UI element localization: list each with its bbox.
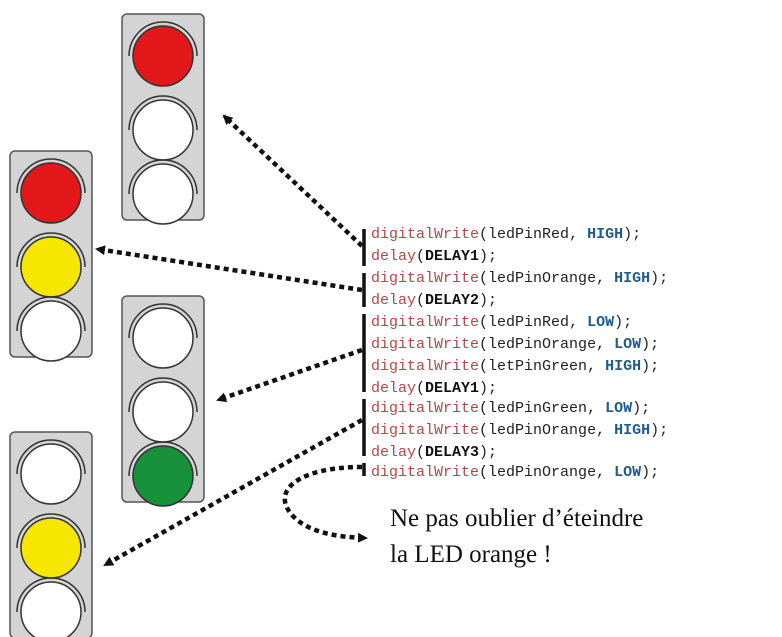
code-value: HIGH [587, 226, 624, 243]
traffic-lights [9, 13, 205, 637]
code-line-11: delay(DELAY3); [371, 444, 498, 461]
lamp-visor [16, 513, 86, 549]
lamp-off [132, 99, 194, 161]
code-value: DELAY1 [425, 248, 480, 265]
arrow-to-note [282, 464, 368, 543]
arrow-to-red-orange-light [95, 245, 363, 293]
lamp-visor [128, 441, 198, 477]
code-value: HIGH [605, 358, 642, 375]
lamp-off [132, 163, 194, 225]
lamp-visor [128, 95, 198, 131]
code-func: digitalWrite [371, 422, 480, 439]
code-line-9: digitalWrite(ledPinGreen, LOW); [371, 400, 651, 417]
arrow-to-green-light [216, 347, 363, 403]
code-line-10: digitalWrite(ledPinOrange, HIGH); [371, 422, 669, 439]
arrow-to-orange-light [103, 418, 364, 567]
code-line-8: delay(DELAY1); [371, 380, 498, 397]
code-func: digitalWrite [371, 400, 480, 417]
note-line-1: Ne pas oublier d’éteindre [390, 505, 644, 532]
lamp-red [132, 25, 194, 87]
code-func: digitalWrite [371, 336, 480, 353]
code-func: digitalWrite [371, 270, 480, 287]
lamp-visor [16, 577, 86, 613]
code-arg: ledPinGreen [488, 400, 588, 417]
lamp-off [20, 581, 82, 637]
code-value: LOW [605, 400, 633, 417]
lamp-visor [128, 377, 198, 413]
code-line-3: digitalWrite(ledPinOrange, HIGH); [371, 270, 669, 287]
code-value: HIGH [614, 270, 651, 287]
code-arg: ledPinRed [488, 226, 570, 243]
lamp-off [132, 381, 194, 443]
lamp-off [132, 307, 194, 369]
code-func: digitalWrite [371, 358, 480, 375]
code-line-4: delay(DELAY2); [371, 292, 498, 309]
code-func: digitalWrite [371, 464, 480, 481]
code-value: LOW [614, 336, 642, 353]
code-line-1: digitalWrite(ledPinRed, HIGH); [371, 226, 642, 243]
code-func: delay [371, 380, 417, 397]
code-arg: ledPinOrange [488, 270, 597, 287]
traffic-light [121, 295, 205, 507]
lamp-visor [16, 232, 86, 268]
code-arg: ledPinOrange [488, 464, 597, 481]
code-line-2: delay(DELAY1); [371, 248, 498, 265]
code-value: HIGH [614, 422, 651, 439]
arrow-to-red-light [222, 114, 364, 248]
lamp-off [20, 300, 82, 362]
code-value: DELAY2 [425, 292, 480, 309]
arrows [95, 114, 368, 567]
lamp-red [20, 162, 82, 224]
code-arg: ledPinRed [488, 314, 570, 331]
lamp-visor [16, 158, 86, 194]
code-value: LOW [587, 314, 615, 331]
code-line-5: digitalWrite(ledPinRed, LOW); [371, 314, 633, 331]
code-line-12: digitalWrite(ledPinOrange, LOW); [371, 464, 660, 481]
code-value: DELAY1 [425, 380, 480, 397]
lamp-visor [16, 439, 86, 475]
lamp-visor [128, 21, 198, 57]
lamp-visor [128, 303, 198, 339]
code-line-7: digitalWrite(letPinGreen, HIGH); [371, 358, 660, 375]
lamp-visor [16, 296, 86, 332]
traffic-light [9, 150, 93, 362]
code-line-6: digitalWrite(ledPinOrange, LOW); [371, 336, 660, 353]
lamp-yellow [20, 236, 82, 298]
lamp-visor [128, 159, 198, 195]
code-func: delay [371, 248, 417, 265]
code-arg: ledPinOrange [488, 336, 597, 353]
code-value: DELAY3 [425, 444, 480, 461]
lamp-off [20, 443, 82, 505]
note-line-2: la LED orange ! [390, 541, 552, 568]
code-func: digitalWrite [371, 226, 480, 243]
code-func: delay [371, 444, 417, 461]
lamp-green [132, 445, 194, 507]
code-func: digitalWrite [371, 314, 480, 331]
lamp-yellow [20, 517, 82, 579]
code-value: LOW [614, 464, 642, 481]
code-arg: letPinGreen [488, 358, 588, 375]
code-func: delay [371, 292, 417, 309]
traffic-light [9, 431, 93, 637]
traffic-light [121, 13, 205, 225]
code-arg: ledPinOrange [488, 422, 597, 439]
